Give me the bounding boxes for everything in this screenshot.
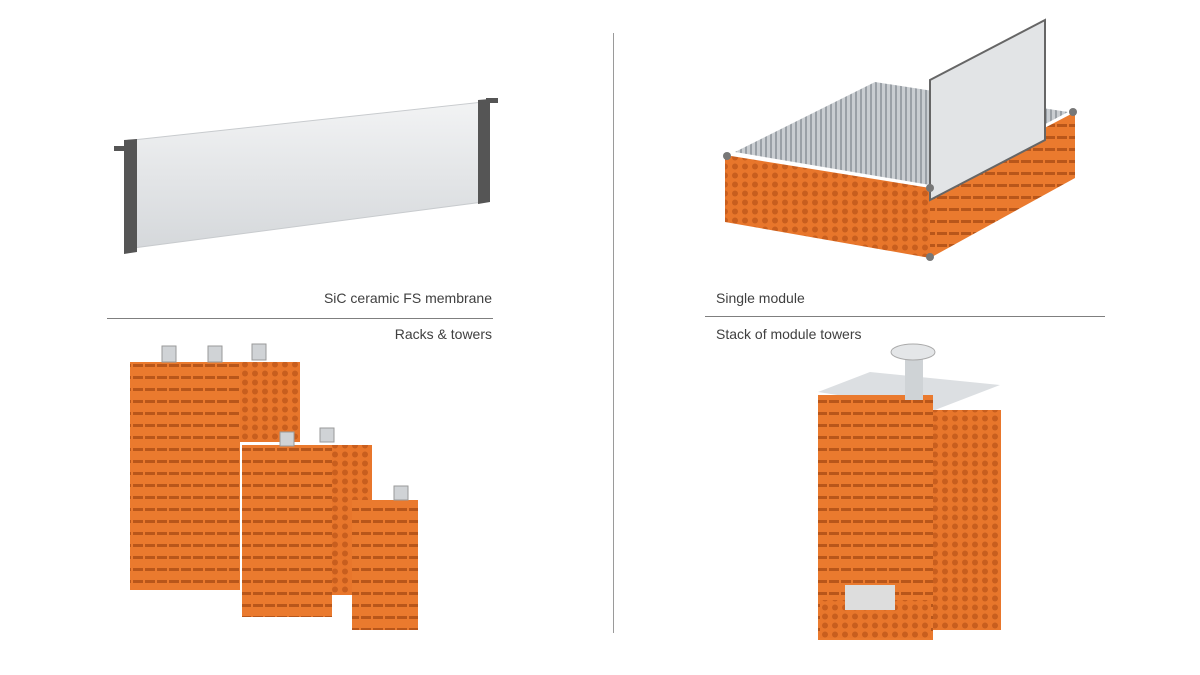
caption-stack: Stack of module towers <box>716 326 862 342</box>
single-module-illustration <box>723 18 1077 261</box>
racks-illustration <box>130 343 418 630</box>
caption-single-module: Single module <box>716 290 805 306</box>
left-divider <box>107 318 493 319</box>
right-divider <box>705 316 1105 317</box>
membrane-illustration <box>114 98 498 254</box>
vertical-divider <box>613 33 614 633</box>
stack-illustration <box>818 343 1001 640</box>
caption-racks: Racks & towers <box>394 326 492 342</box>
caption-membrane: SiC ceramic FS membrane <box>323 290 492 306</box>
